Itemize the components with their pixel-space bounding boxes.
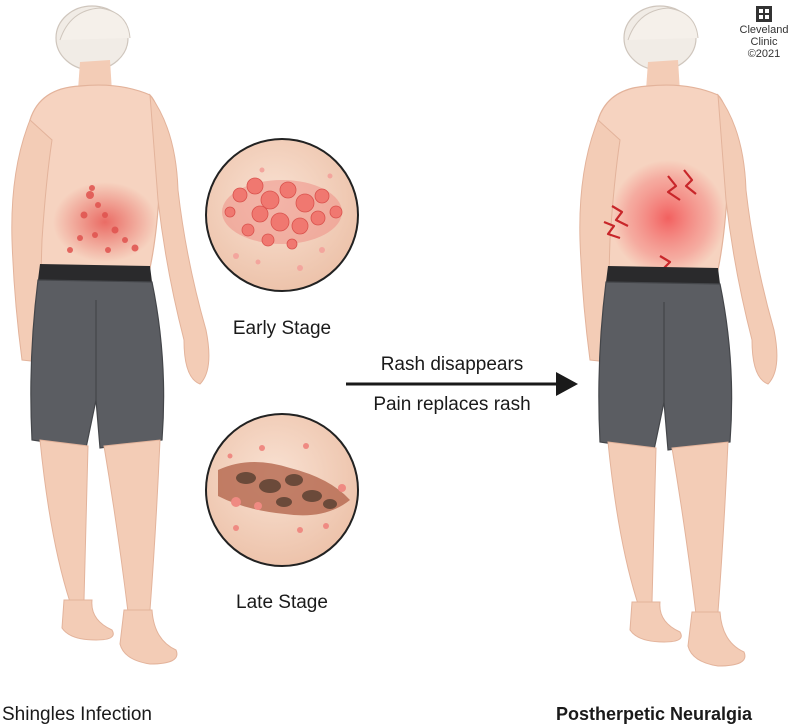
late-stage-label: Late Stage (202, 592, 362, 614)
arrow-label-top: Rash disappears (352, 354, 552, 376)
late-stage-magnifier (206, 414, 358, 566)
cleveland-clinic-logo-icon (756, 6, 772, 22)
right-caption: Postherpetic Neuralgia (556, 704, 752, 725)
right-figure (580, 6, 777, 666)
early-stage-magnifier (206, 139, 358, 291)
early-stage-label: Early Stage (202, 318, 362, 340)
logo-line-3: ©2021 (733, 48, 795, 60)
logo-line-1: Cleveland (733, 24, 795, 36)
left-figure (12, 6, 209, 664)
cleveland-clinic-logo: Cleveland Clinic ©2021 (733, 6, 795, 60)
arrow-label-bottom: Pain replaces rash (352, 394, 552, 416)
left-caption: Shingles Infection (2, 704, 152, 726)
logo-line-2: Clinic (733, 36, 795, 48)
